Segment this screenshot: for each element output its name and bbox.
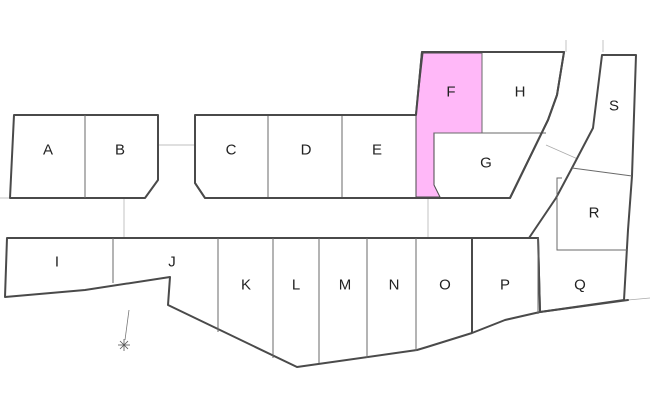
lot-divider <box>556 177 627 251</box>
lot-label-o[interactable]: O <box>439 277 451 294</box>
lot-label-h[interactable]: H <box>515 84 526 101</box>
road-edge-line <box>627 297 650 301</box>
lot-label-k[interactable]: K <box>241 277 251 294</box>
lot-label-b[interactable]: B <box>115 142 125 159</box>
lot-label-m[interactable]: M <box>339 277 352 294</box>
road-dimension-line <box>545 144 581 161</box>
lot-label-i[interactable]: I <box>55 254 59 271</box>
lot-label-c[interactable]: C <box>226 142 237 159</box>
lot-divider <box>571 167 633 177</box>
lot-label-r[interactable]: R <box>589 205 600 222</box>
lot-label-j[interactable]: J <box>168 254 176 271</box>
north-arrow-icon <box>118 309 130 351</box>
lot-label-d[interactable]: D <box>301 142 312 159</box>
block-ab <box>9 114 159 199</box>
block-c-h <box>194 51 565 199</box>
lot-label-g[interactable]: G <box>480 155 492 172</box>
lot-label-s[interactable]: S <box>609 98 619 115</box>
lot-label-p[interactable]: P <box>500 277 510 294</box>
block-i-q <box>4 237 629 368</box>
lot-label-f[interactable]: F <box>446 84 455 101</box>
block-outline <box>194 51 565 199</box>
lot-label-l[interactable]: L <box>292 277 300 294</box>
lot-label-e[interactable]: E <box>372 142 382 159</box>
lot-label-q[interactable]: Q <box>574 277 586 294</box>
lot-label-n[interactable]: N <box>389 277 400 294</box>
lot-label-a[interactable]: A <box>43 142 53 159</box>
